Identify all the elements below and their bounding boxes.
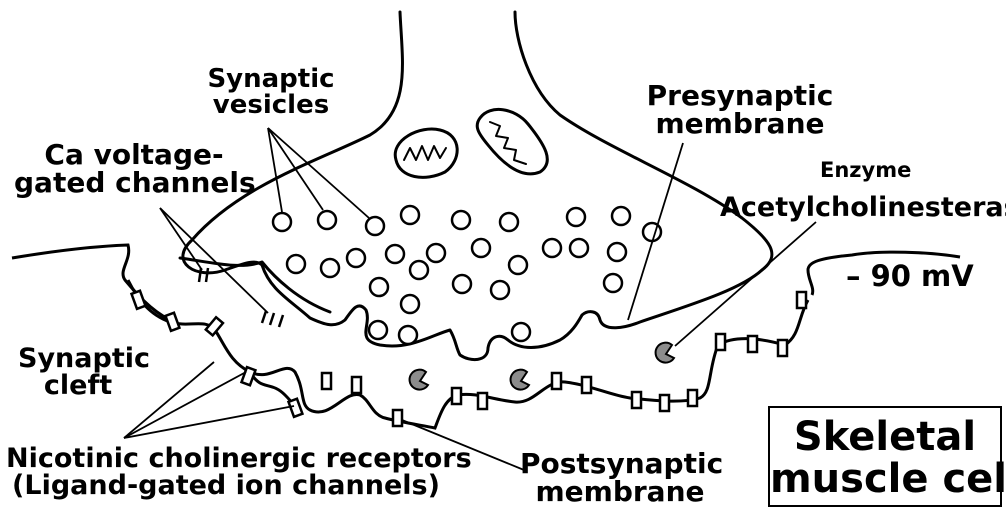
label-synaptic-cleft: Synaptic cleft <box>18 345 138 399</box>
label-receptors-line1: Nicotinic cholinergic receptors <box>6 445 446 472</box>
label-voltage: – 90 mV <box>846 262 974 291</box>
label-muscle-cell-line2: muscle cell <box>770 458 1000 500</box>
muscle-cell-box: Skeletal muscle cell <box>768 406 1002 507</box>
label-synaptic-vesicles-line1: Synaptic <box>196 66 346 92</box>
label-postsynaptic-membrane-line2: membrane <box>520 478 720 506</box>
label-presynaptic-membrane-line1: Presynaptic <box>640 82 840 110</box>
ca-voltage-gated-channels <box>199 268 283 327</box>
mitochondrion-left <box>395 129 457 177</box>
label-synaptic-cleft-line2: cleft <box>18 372 138 399</box>
mitochondrion-right <box>477 109 547 173</box>
label-receptors: Nicotinic cholinergic receptors (Ligand-… <box>6 445 446 499</box>
label-receptors-line2: (Ligand-gated ion channels) <box>6 472 446 499</box>
label-presynaptic-membrane-line2: membrane <box>640 110 840 138</box>
acetylcholinesterase-enzymes <box>410 343 674 390</box>
label-ca-channels-line1: Ca voltage- <box>14 141 254 169</box>
label-muscle-cell-line1: Skeletal <box>770 416 1000 458</box>
label-synaptic-cleft-line1: Synaptic <box>18 345 138 372</box>
inner-cleft-line <box>180 258 330 312</box>
label-postsynaptic-membrane-line1: Postsynaptic <box>520 450 720 478</box>
label-postsynaptic-membrane: Postsynaptic membrane <box>520 450 720 506</box>
label-presynaptic-membrane: Presynaptic membrane <box>640 82 840 138</box>
label-ca-channels: Ca voltage- gated channels <box>14 141 254 197</box>
label-synaptic-vesicles: Synaptic vesicles <box>196 66 346 118</box>
label-acetylcholinesterase: Acetylcholinesterase <box>720 194 1006 221</box>
label-synaptic-vesicles-line2: vesicles <box>196 92 346 118</box>
label-ca-channels-line2: gated channels <box>14 169 254 197</box>
postsynaptic-membrane-line <box>128 280 808 428</box>
label-enzyme: Enzyme <box>820 160 911 181</box>
